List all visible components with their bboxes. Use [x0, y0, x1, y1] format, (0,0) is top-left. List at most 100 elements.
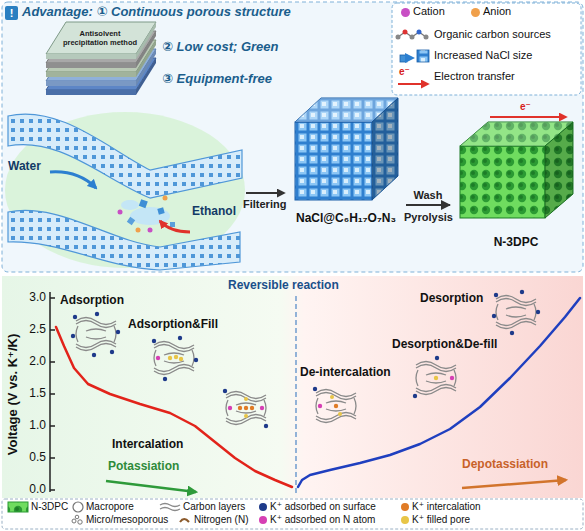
illustration-adsorption: [71, 312, 120, 357]
nacl-size-icon: [400, 50, 429, 62]
illustration-deintercalation: [313, 387, 317, 391]
solvent-stream: [163, 196, 168, 201]
illustration-adsorption-fill: [163, 377, 167, 381]
charge-curve: [298, 298, 580, 487]
depotassiation-arrow: [462, 480, 566, 488]
legend-swatch: [259, 503, 267, 511]
illustration-deintercalation: [338, 412, 342, 416]
illustration-adsorption-fill: [154, 342, 194, 375]
illustration-intercalation: [238, 406, 242, 410]
filtering-arrow: [246, 192, 284, 194]
solvent-stream: [8, 210, 240, 270]
potassiation-arrow: [106, 481, 196, 492]
nacl-cube: [372, 98, 398, 200]
advantage-text: Advantage: ① Continuous porous structure: [22, 5, 291, 20]
illustration-intercalation: [250, 406, 254, 410]
illustration-intercalation: [226, 392, 266, 425]
carbon-cube: [545, 122, 573, 218]
carbon-layer-icon: [160, 504, 180, 507]
layer-stack: [46, 22, 156, 59]
tick-label: 1.0: [29, 419, 46, 433]
layer-stack: [46, 22, 156, 95]
advantage-text: ② Low cost; Green: [162, 40, 278, 55]
solvent-stream: [8, 114, 242, 198]
illustration-desorption: [492, 314, 496, 318]
macropore-icon: [73, 502, 83, 512]
illustration-intercalation: [260, 406, 264, 410]
illustration-adsorption-fill: [168, 356, 172, 360]
illustration-deintercalation: [316, 390, 356, 423]
stage-label: De-intercalation: [300, 366, 391, 380]
tick-label: 3.0: [29, 291, 46, 305]
alert-icon: !: [5, 6, 18, 20]
stage-label: Adsorption&Fill: [128, 318, 218, 332]
illustration-deintercalation: [313, 387, 356, 423]
illustration-intercalation: [223, 389, 268, 428]
nacl-cube: [295, 122, 372, 200]
illustration-intercalation: [244, 406, 248, 410]
illustration-desorption: [496, 296, 536, 329]
illustration-adsorption: [76, 318, 116, 351]
electron-symbol: e⁻: [520, 101, 531, 113]
carbon-icon: [8, 502, 28, 512]
molecule-icon: [403, 30, 408, 35]
axis-title: Voltage (V vs. K⁺/K): [7, 333, 22, 454]
solvent-stream: [160, 221, 190, 232]
tick-label: 2.0: [29, 355, 46, 369]
illustration-deintercalation: [330, 395, 342, 416]
carbon-layer-icon: [160, 504, 180, 511]
molecule-icon: [396, 30, 429, 40]
voltage-axis: [49, 292, 51, 492]
illustration-adsorption: [73, 315, 77, 319]
legend-label: Macropore: [86, 501, 134, 513]
chart-panel: [2, 276, 583, 498]
illustration-adsorption-fill: [152, 336, 198, 381]
legend-label: Anion: [483, 5, 511, 18]
illustration-intercalation: [228, 406, 232, 410]
legend-label: N-3DPC: [31, 501, 68, 513]
tick-label: 0.0: [29, 483, 46, 497]
solvent-stream: [157, 207, 164, 214]
bottom-legend-box: [2, 499, 583, 529]
edge-label: Wash: [414, 189, 443, 202]
solvent-stream: [139, 199, 148, 208]
micropore-icon: [72, 519, 76, 523]
illustration-adsorption-fill: [179, 357, 183, 361]
layer-stack: [46, 81, 136, 86]
stage-label: Intercalation: [112, 438, 183, 452]
node-label: Antisolvent precipitation method: [57, 30, 143, 47]
process-label: Depotassiation: [462, 458, 548, 472]
chart-panel: [295, 296, 296, 495]
solvent-stream: [8, 114, 242, 270]
method-layer: Antisolvent precipitation method: [57, 23, 143, 54]
illustration-intercalation: [244, 397, 248, 418]
illustration-adsorption: [110, 350, 114, 354]
illustration-adsorption-fill: [174, 355, 178, 359]
illustration-adsorption-fill: [156, 356, 160, 360]
synthesis-panel: [2, 2, 583, 272]
legend-swatch: [401, 8, 410, 17]
node-label: N-3DPC: [494, 236, 539, 250]
legend-box: [392, 3, 581, 95]
legend-label: Carbon layers: [183, 501, 245, 513]
process-label: Potassiation: [108, 460, 179, 474]
illustration-desorption-defill: [413, 356, 439, 398]
illustration-intercalation: [238, 406, 254, 410]
molecule-icon: [424, 35, 429, 40]
discharge-curve: [56, 327, 292, 487]
illustration-desorption: [494, 293, 498, 297]
charge-curve: [298, 298, 580, 487]
solvent-stream: [121, 200, 139, 210]
legend-label: Increased NaCl size: [434, 49, 532, 62]
voltage-axis: [50, 292, 55, 492]
legend-swatch: [401, 503, 409, 511]
layer-stack: [46, 54, 136, 59]
node-label: NaCl@C₆H₁₇O₇N₃: [296, 212, 396, 226]
illustration-adsorption: [116, 330, 120, 334]
legend-label: Nitrogen (N): [194, 514, 248, 526]
macropore-icon: [73, 502, 83, 512]
legend-swatch: [471, 8, 480, 17]
solvent-stream: [118, 210, 123, 215]
illustration-intercalation: [223, 389, 268, 428]
legend-label: Micro/mesoporous: [86, 514, 168, 526]
